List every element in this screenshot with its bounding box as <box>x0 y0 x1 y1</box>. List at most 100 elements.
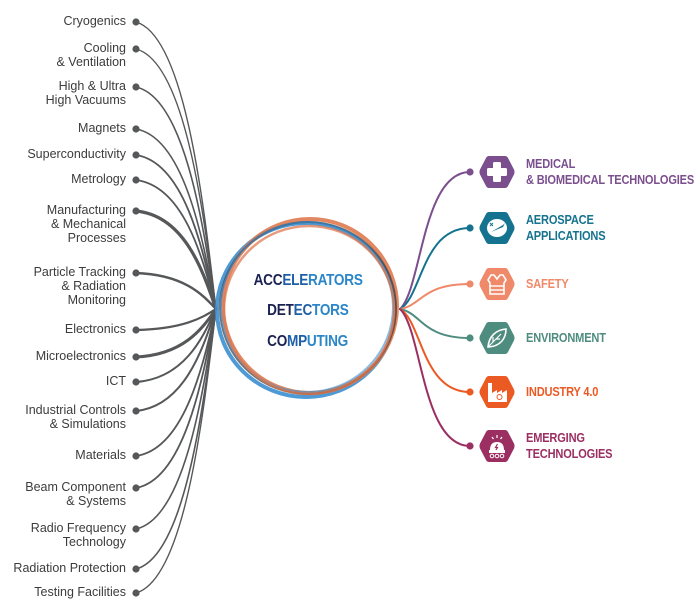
technology-link <box>134 271 218 311</box>
application-dot <box>466 442 474 450</box>
core-title-accelerators: ACCELERATORS <box>253 272 363 289</box>
technology-label-line: & Ventilation <box>56 55 127 69</box>
application-link <box>399 308 471 447</box>
application-dot <box>466 280 474 288</box>
application-dot <box>466 334 474 342</box>
technology-label-line: High Vacuums <box>45 93 126 107</box>
core-title-detectors: DETECTORS <box>267 302 349 319</box>
technology-dot <box>132 452 140 460</box>
technology-dot <box>132 353 140 361</box>
technology-label-line: ICT <box>105 374 126 388</box>
application-dot <box>466 224 474 232</box>
technology-label: Cooling& Ventilation <box>57 41 127 69</box>
technology-label-line: Cryogenics <box>63 14 126 28</box>
technology-label-line: Cooling <box>83 41 126 55</box>
technology-dot <box>132 18 140 26</box>
technology-label: Industrial Controls& Simulations <box>25 403 126 431</box>
innovation-robot-icon <box>479 428 515 464</box>
technology-dot <box>132 565 140 573</box>
technology-label: Microelectronics <box>36 349 126 363</box>
technology-dot <box>132 83 140 91</box>
factory-icon <box>479 374 515 410</box>
technology-link <box>135 308 217 412</box>
technology-link <box>134 307 218 359</box>
technology-label-line: Beam Component <box>25 480 126 494</box>
technology-label: Electronics <box>65 322 126 336</box>
technology-dot <box>132 525 140 533</box>
technology-dot <box>132 589 140 597</box>
application-links <box>399 168 474 450</box>
technology-label-line: Radiation Protection <box>13 561 126 575</box>
technology-label: Testing Facilities <box>34 585 126 599</box>
core-title-computing: COMPUTING <box>267 333 349 350</box>
application-label: MEDICAL& BIOMEDICAL TECHNOLOGIES <box>526 156 694 188</box>
leaf-icon <box>479 320 515 356</box>
technology-label: Metrology <box>71 172 126 186</box>
application-label: ENVIRONMENT <box>526 330 606 346</box>
application-label-line: INDUSTRY 4.0 <box>526 384 599 399</box>
technology-label-line: Metrology <box>71 172 126 186</box>
technology-label-line: & Systems <box>66 494 126 508</box>
application-item: SAFETY <box>479 266 576 302</box>
technology-dot <box>132 176 140 184</box>
technology-link <box>135 308 217 594</box>
technology-label: Radiation Protection <box>13 561 126 575</box>
technology-label: Superconductivity <box>27 147 126 161</box>
technology-label-line: & Simulations <box>49 417 126 431</box>
technology-link <box>135 308 217 489</box>
technology-dot <box>132 269 140 277</box>
technology-label: Magnets <box>78 121 126 135</box>
safety-vest-icon <box>479 266 515 302</box>
technology-dot <box>132 207 140 215</box>
application-label-line: AEROSPACE <box>526 212 594 227</box>
application-label-line: ENVIRONMENT <box>526 330 606 345</box>
technology-label: Cryogenics <box>63 14 126 28</box>
application-label-line: EMERGING <box>526 430 585 445</box>
technology-dot <box>132 484 140 492</box>
technology-dot <box>132 378 140 386</box>
technology-label-line: Superconductivity <box>27 147 126 161</box>
technology-dot <box>132 407 140 415</box>
technology-label-line: Testing Facilities <box>34 585 126 599</box>
technology-link <box>134 209 218 311</box>
technology-label-line: Microelectronics <box>35 349 126 363</box>
technology-label-line: Particle Tracking <box>33 265 126 279</box>
airplane-globe-icon <box>479 210 515 246</box>
technology-link <box>135 48 217 310</box>
technology-label-line: Monitoring <box>67 293 126 307</box>
technology-label: Materials <box>75 448 126 462</box>
application-link <box>399 171 471 310</box>
technology-label-line: Processes <box>67 231 126 245</box>
application-item: INDUSTRY 4.0 <box>479 374 611 410</box>
application-label-line: SAFETY <box>526 276 569 291</box>
technology-dot <box>132 326 140 334</box>
technology-label-line: Radio Frequency <box>30 521 126 535</box>
technology-label-line: & Radiation <box>61 279 126 293</box>
technology-dot <box>132 45 140 53</box>
technology-label-line: Technology <box>62 535 126 549</box>
technology-label-line: Electronics <box>64 322 126 336</box>
application-item: MEDICAL& BIOMEDICAL TECHNOLOGIES <box>479 154 700 190</box>
core-ring <box>215 217 399 399</box>
application-label-line: & BIOMEDICAL TECHNOLOGIES <box>526 172 695 187</box>
technology-dot <box>132 151 140 159</box>
core-ring-stroke <box>222 224 396 396</box>
technology-label-line: Magnets <box>78 121 126 135</box>
application-link <box>399 227 471 310</box>
technology-label: Beam Component& Systems <box>25 480 126 508</box>
application-label-line: APPLICATIONS <box>526 228 606 243</box>
application-link <box>399 308 471 339</box>
technology-link <box>135 308 217 383</box>
application-label-line: MEDICAL <box>526 156 576 171</box>
technology-link <box>135 179 217 310</box>
technology-dot <box>132 125 140 133</box>
technology-links <box>132 18 218 597</box>
